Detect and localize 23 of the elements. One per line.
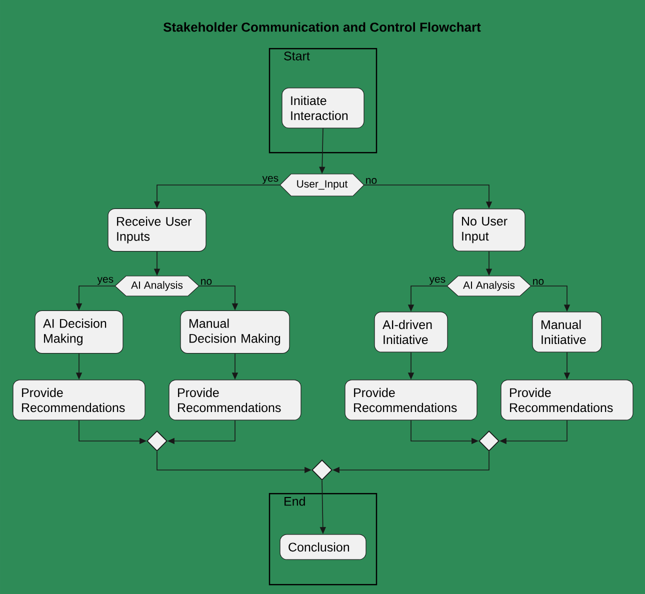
activity-box: Provide Recommendations xyxy=(12,380,146,420)
title: Stakeholder Communication and Control Flowchart xyxy=(163,22,481,32)
edge-label: yes xyxy=(97,276,114,285)
activity-box: AI-driven Initiative xyxy=(374,312,448,352)
activity-box: No User Input xyxy=(452,208,526,252)
edge-label: yes xyxy=(429,276,446,285)
activity-box: Manual Initiative xyxy=(532,312,602,352)
edge-label: no xyxy=(201,279,212,285)
edge-label: no xyxy=(366,178,377,184)
activity-box: AI Decision Making xyxy=(34,310,124,354)
merge-diamond xyxy=(478,430,500,452)
merge-diamond xyxy=(312,460,332,480)
decision-hexagon: User_Input xyxy=(280,174,364,196)
activity-box: Manual Decision Making xyxy=(180,310,290,354)
activity-box: Provide Recommendations xyxy=(344,380,478,420)
activity-box: Provide Recommendations xyxy=(168,380,302,420)
activity-box: Initiate Interaction xyxy=(282,88,364,128)
merge-diamond xyxy=(146,430,168,452)
activity-box: Provide Recommendations xyxy=(500,380,634,420)
activity-box: Receive User Inputs xyxy=(108,208,206,252)
edge-label: yes xyxy=(262,176,278,184)
edge-label: no xyxy=(533,279,544,285)
activity-box: Conclusion xyxy=(280,534,366,560)
